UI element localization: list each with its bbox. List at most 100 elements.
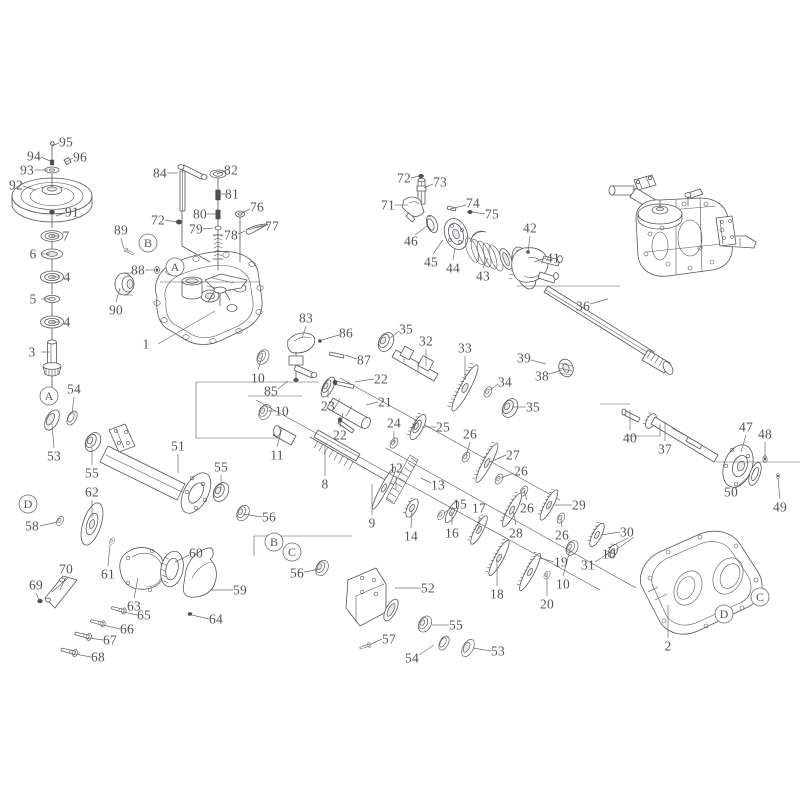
leader-line-10 bbox=[257, 356, 263, 371]
callout-number-50: 50 bbox=[724, 484, 738, 500]
leader-line-21 bbox=[365, 401, 379, 406]
leader-line-22 bbox=[354, 378, 375, 383]
reference-letter-B: B bbox=[269, 535, 279, 549]
reference-circle-D bbox=[714, 604, 734, 624]
callout-number-86: 86 bbox=[339, 325, 353, 341]
callout-number-46: 46 bbox=[404, 233, 418, 249]
callout-number-72: 72 bbox=[397, 170, 411, 186]
callout-number-56: 56 bbox=[262, 509, 276, 525]
leader-line-87 bbox=[344, 354, 358, 360]
secondary-gear-row bbox=[385, 413, 637, 589]
callout-number-22: 22 bbox=[333, 427, 347, 443]
reference-circle-A bbox=[39, 386, 59, 406]
assembled-transaxle-unit bbox=[608, 174, 757, 277]
callout-number-43: 43 bbox=[476, 268, 490, 284]
leader-line-68 bbox=[74, 653, 92, 658]
leader-line-26 bbox=[500, 472, 515, 479]
callout-number-37: 37 bbox=[658, 441, 672, 457]
callout-number-73: 73 bbox=[433, 174, 447, 190]
callout-number-54: 54 bbox=[405, 650, 419, 666]
leader-line-69 bbox=[35, 592, 40, 601]
callout-number-54: 54 bbox=[67, 381, 81, 397]
leader-line-89 bbox=[120, 237, 125, 250]
callout-number-18: 18 bbox=[490, 586, 504, 602]
callout-number-12: 12 bbox=[389, 460, 403, 476]
section-guide-lines bbox=[159, 281, 800, 557]
leader-line-26 bbox=[465, 441, 471, 457]
pulley-input-stack bbox=[11, 141, 93, 388]
leader-line-72 bbox=[410, 175, 420, 179]
callout-number-71: 71 bbox=[381, 197, 395, 213]
leader-line-82 bbox=[216, 170, 226, 175]
leader-line-56 bbox=[242, 513, 263, 518]
leader-line-57 bbox=[368, 638, 383, 646]
callout-number-1: 1 bbox=[142, 336, 150, 352]
callout-number-63: 63 bbox=[127, 598, 141, 614]
callout-number-48: 48 bbox=[758, 426, 772, 442]
callout-number-15: 15 bbox=[453, 496, 467, 512]
callout-number-39: 39 bbox=[517, 350, 531, 366]
leader-line-45 bbox=[432, 239, 444, 255]
callout-number-24: 24 bbox=[387, 415, 401, 431]
leader-line-10 bbox=[615, 536, 635, 551]
leader-line-34 bbox=[489, 383, 499, 391]
callout-number-77: 77 bbox=[265, 218, 279, 234]
callout-number-78: 78 bbox=[224, 227, 238, 243]
callout-number-67: 67 bbox=[103, 632, 117, 648]
callout-number-65: 65 bbox=[137, 607, 151, 623]
reference-circle-C bbox=[282, 542, 302, 562]
callout-number-94: 94 bbox=[27, 148, 41, 164]
callout-number-49: 49 bbox=[773, 499, 787, 515]
callout-number-59: 59 bbox=[233, 582, 247, 598]
callout-number-47: 47 bbox=[739, 419, 753, 435]
leader-line-53 bbox=[472, 647, 492, 652]
reference-letter-D: D bbox=[719, 607, 729, 621]
leader-line-90 bbox=[115, 287, 121, 303]
leader-line-53 bbox=[51, 423, 55, 449]
reference-marker-circles bbox=[18, 233, 770, 624]
leader-line-85 bbox=[277, 380, 289, 390]
callout-number-84: 84 bbox=[153, 165, 167, 181]
callout-number-4: 4 bbox=[63, 314, 71, 330]
callout-number-13: 13 bbox=[431, 477, 445, 493]
leader-line-64 bbox=[191, 614, 210, 620]
leader-line-35 bbox=[389, 330, 400, 339]
leader-line-49 bbox=[777, 477, 781, 500]
callout-number-16: 16 bbox=[445, 525, 459, 541]
main-shaft-gear-stack bbox=[254, 347, 601, 592]
callout-number-70: 70 bbox=[59, 561, 73, 577]
leader-line-73 bbox=[423, 183, 434, 189]
callout-number-17: 17 bbox=[472, 500, 486, 516]
leader-line-79 bbox=[202, 227, 214, 230]
leader-line-92 bbox=[22, 185, 36, 191]
callout-number-90: 90 bbox=[109, 302, 123, 318]
callout-number-72: 72 bbox=[151, 212, 165, 228]
leader-line-65 bbox=[123, 611, 138, 616]
callout-number-82: 82 bbox=[224, 162, 238, 178]
callout-number-55: 55 bbox=[214, 459, 228, 475]
leader-line-76 bbox=[241, 208, 251, 214]
callout-number-23: 23 bbox=[321, 398, 335, 414]
callout-number-26: 26 bbox=[463, 426, 477, 442]
callout-number-95: 95 bbox=[59, 134, 73, 150]
leader-line-28 bbox=[512, 510, 517, 526]
leader-line-72 bbox=[164, 219, 178, 223]
leader-line-83 bbox=[301, 325, 307, 339]
callout-number-55: 55 bbox=[85, 465, 99, 481]
callout-number-35: 35 bbox=[526, 399, 540, 415]
reference-circle-D bbox=[18, 494, 38, 514]
leader-line-63 bbox=[133, 577, 139, 599]
callout-number-52: 52 bbox=[421, 580, 435, 596]
reference-letter-A: A bbox=[44, 389, 54, 403]
callout-number-21: 21 bbox=[378, 394, 392, 410]
leader-line-27 bbox=[489, 454, 507, 463]
leader-line-67 bbox=[88, 637, 104, 641]
callout-number-22: 22 bbox=[374, 371, 388, 387]
callout-number-26: 26 bbox=[514, 463, 528, 479]
leader-line-66 bbox=[102, 624, 121, 630]
callout-number-38: 38 bbox=[535, 368, 549, 384]
callout-number-10: 10 bbox=[556, 576, 570, 592]
leader-line-58 bbox=[39, 521, 58, 527]
callout-number-36: 36 bbox=[576, 298, 590, 314]
leader-line-60 bbox=[174, 554, 190, 563]
